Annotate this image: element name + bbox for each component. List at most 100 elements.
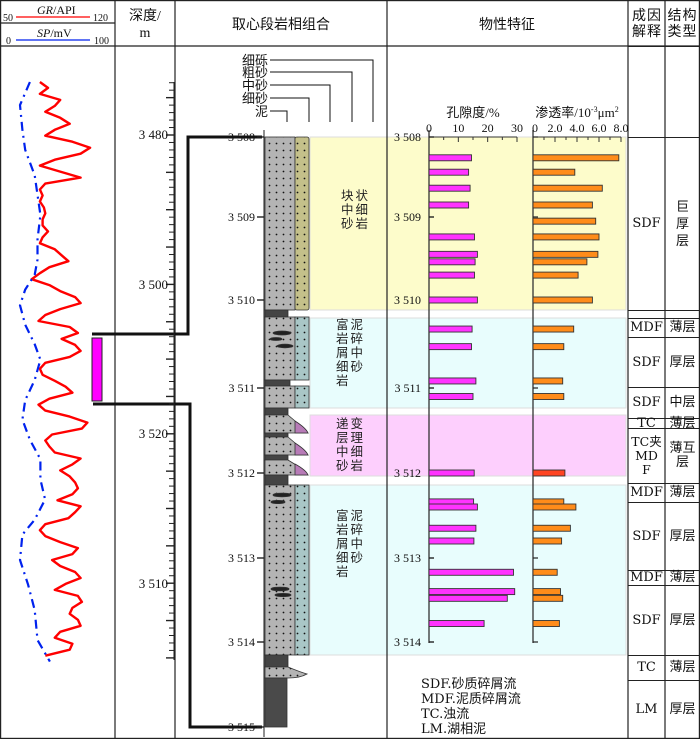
- mud-clast: [272, 330, 292, 336]
- genesis-cell: SDF: [628, 387, 665, 418]
- structure-cell: 厚层: [665, 680, 700, 739]
- genesis-cell: SDF: [628, 137, 665, 310]
- property-depth-label: 3 513: [394, 551, 421, 565]
- porosity-bar: [428, 469, 475, 477]
- structure-cell: 厚层: [665, 502, 700, 570]
- permeability-bar: [532, 503, 577, 511]
- grain-size-medium-sand: 中砂: [242, 78, 268, 93]
- structure-cell: 中层: [665, 387, 700, 418]
- legend-mdf: MDF.泥质碎屑流: [421, 692, 521, 707]
- porosity-bar: [428, 184, 471, 192]
- permeability-bar: [532, 325, 575, 333]
- genesis-cell: TC夹MDF: [628, 428, 665, 483]
- structure-cell: 薄层: [665, 483, 700, 502]
- permeability-bar: [532, 184, 603, 192]
- depth-scale-label: 3 480: [139, 127, 168, 142]
- permeability-bar: [532, 377, 564, 385]
- permeability-bar: [532, 217, 597, 225]
- depth-scale: [166, 82, 175, 660]
- litho-sand-clasts: [264, 484, 296, 656]
- porosity-bar: [428, 377, 477, 385]
- structure-cell: 薄层: [665, 655, 700, 680]
- genesis-cell: [628, 310, 665, 318]
- genesis-cell: [628, 46, 665, 137]
- core-depth-label: 3 508: [228, 130, 255, 144]
- genesis-cell: MDF: [628, 483, 665, 502]
- genesis-cell: TC: [628, 416, 665, 430]
- permeability-bar: [532, 537, 563, 545]
- permeability-bar: [532, 524, 571, 532]
- litho-mud-lacustrine: [264, 677, 288, 728]
- permeability-bar: [532, 469, 566, 477]
- sp-max: 100: [94, 36, 109, 47]
- porosity-bar: [428, 588, 516, 596]
- gr-title: GR/API: [37, 3, 76, 17]
- structure-cell: 巨厚层: [665, 137, 700, 310]
- genesis-cell: SDF: [628, 585, 665, 655]
- legend-sdf: SDF.砂质碎屑流: [421, 677, 517, 692]
- legend: SDF.砂质碎屑流 MDF.泥质碎屑流 TC.浊流 LM.湖相泥: [421, 677, 521, 737]
- structure-header: 结构类型: [667, 8, 698, 40]
- core-depth-label: 3 513: [228, 551, 255, 565]
- mud-clast: [269, 337, 283, 341]
- graded-lobe: [294, 420, 309, 434]
- structure-cell: 薄层: [665, 570, 700, 585]
- facies-box-graded: [309, 414, 627, 477]
- permeability-title-text: 渗透率/10: [535, 105, 591, 120]
- genesis-cell: SDF: [628, 502, 665, 570]
- structure-cell: 薄层: [665, 318, 700, 337]
- lithology-column: [264, 136, 310, 728]
- permeability-bar: [532, 620, 560, 627]
- porosity-title: 孔隙度/%: [446, 105, 500, 120]
- mud-clast: [276, 343, 294, 349]
- litho-sand-lobe: [264, 666, 309, 679]
- porosity-bar: [428, 594, 508, 602]
- core-depth-label: 3 509: [228, 210, 255, 224]
- property-depth-label: 3 508: [394, 130, 421, 144]
- porosity-bar: [428, 393, 474, 400]
- property-depth-label: 3 514: [394, 635, 421, 649]
- permeability-bar: [532, 588, 561, 596]
- property-depth-label: 3 510: [394, 293, 421, 307]
- porosity-bar: [428, 201, 470, 209]
- property-depth-label: 3 512: [394, 466, 421, 480]
- legend-tc: TC.浊流: [421, 707, 470, 722]
- permeability-bar: [532, 296, 593, 304]
- permeability-tick-label: 4.0: [570, 121, 585, 135]
- core-depth-label: 3 515: [228, 720, 255, 734]
- gr-max: 120: [93, 13, 108, 24]
- core-bottom-connector: [93, 402, 262, 729]
- porosity-bar: [428, 233, 475, 241]
- depth-scale-label: 3 510: [139, 576, 168, 591]
- permeability-unit-sup: 2: [615, 105, 619, 114]
- porosity-bar: [428, 250, 478, 258]
- permeability-bar: [532, 393, 565, 400]
- depth-scale-label: 3 500: [139, 277, 168, 292]
- permeability-bar: [532, 250, 599, 258]
- litho-sand-massive: [264, 136, 296, 311]
- depth-unit: m: [140, 26, 151, 41]
- structure-cell: 厚层: [665, 337, 700, 387]
- facies-box-mud-rich-1: [309, 317, 627, 409]
- permeability-tick-label: 2.0: [548, 121, 563, 135]
- permeability-bar: [532, 343, 565, 351]
- litho-mud: [264, 432, 289, 438]
- depth-title: 深度/: [129, 8, 161, 24]
- mud-clast: [270, 499, 286, 504]
- permeability-bar: [532, 154, 620, 162]
- structure-cell: [665, 46, 700, 137]
- permeability-tick-label: 0: [532, 121, 538, 135]
- permeability-bar: [532, 201, 593, 209]
- facies-label-massive: 块状中细砂岩: [341, 188, 371, 231]
- permeability-bar: [532, 271, 579, 279]
- permeability-bar: [532, 594, 564, 602]
- litho-mud: [264, 407, 289, 416]
- grain-size-mud: 泥: [255, 104, 268, 119]
- genesis-cell: MDF: [628, 318, 665, 337]
- gr-curve: [30, 81, 92, 657]
